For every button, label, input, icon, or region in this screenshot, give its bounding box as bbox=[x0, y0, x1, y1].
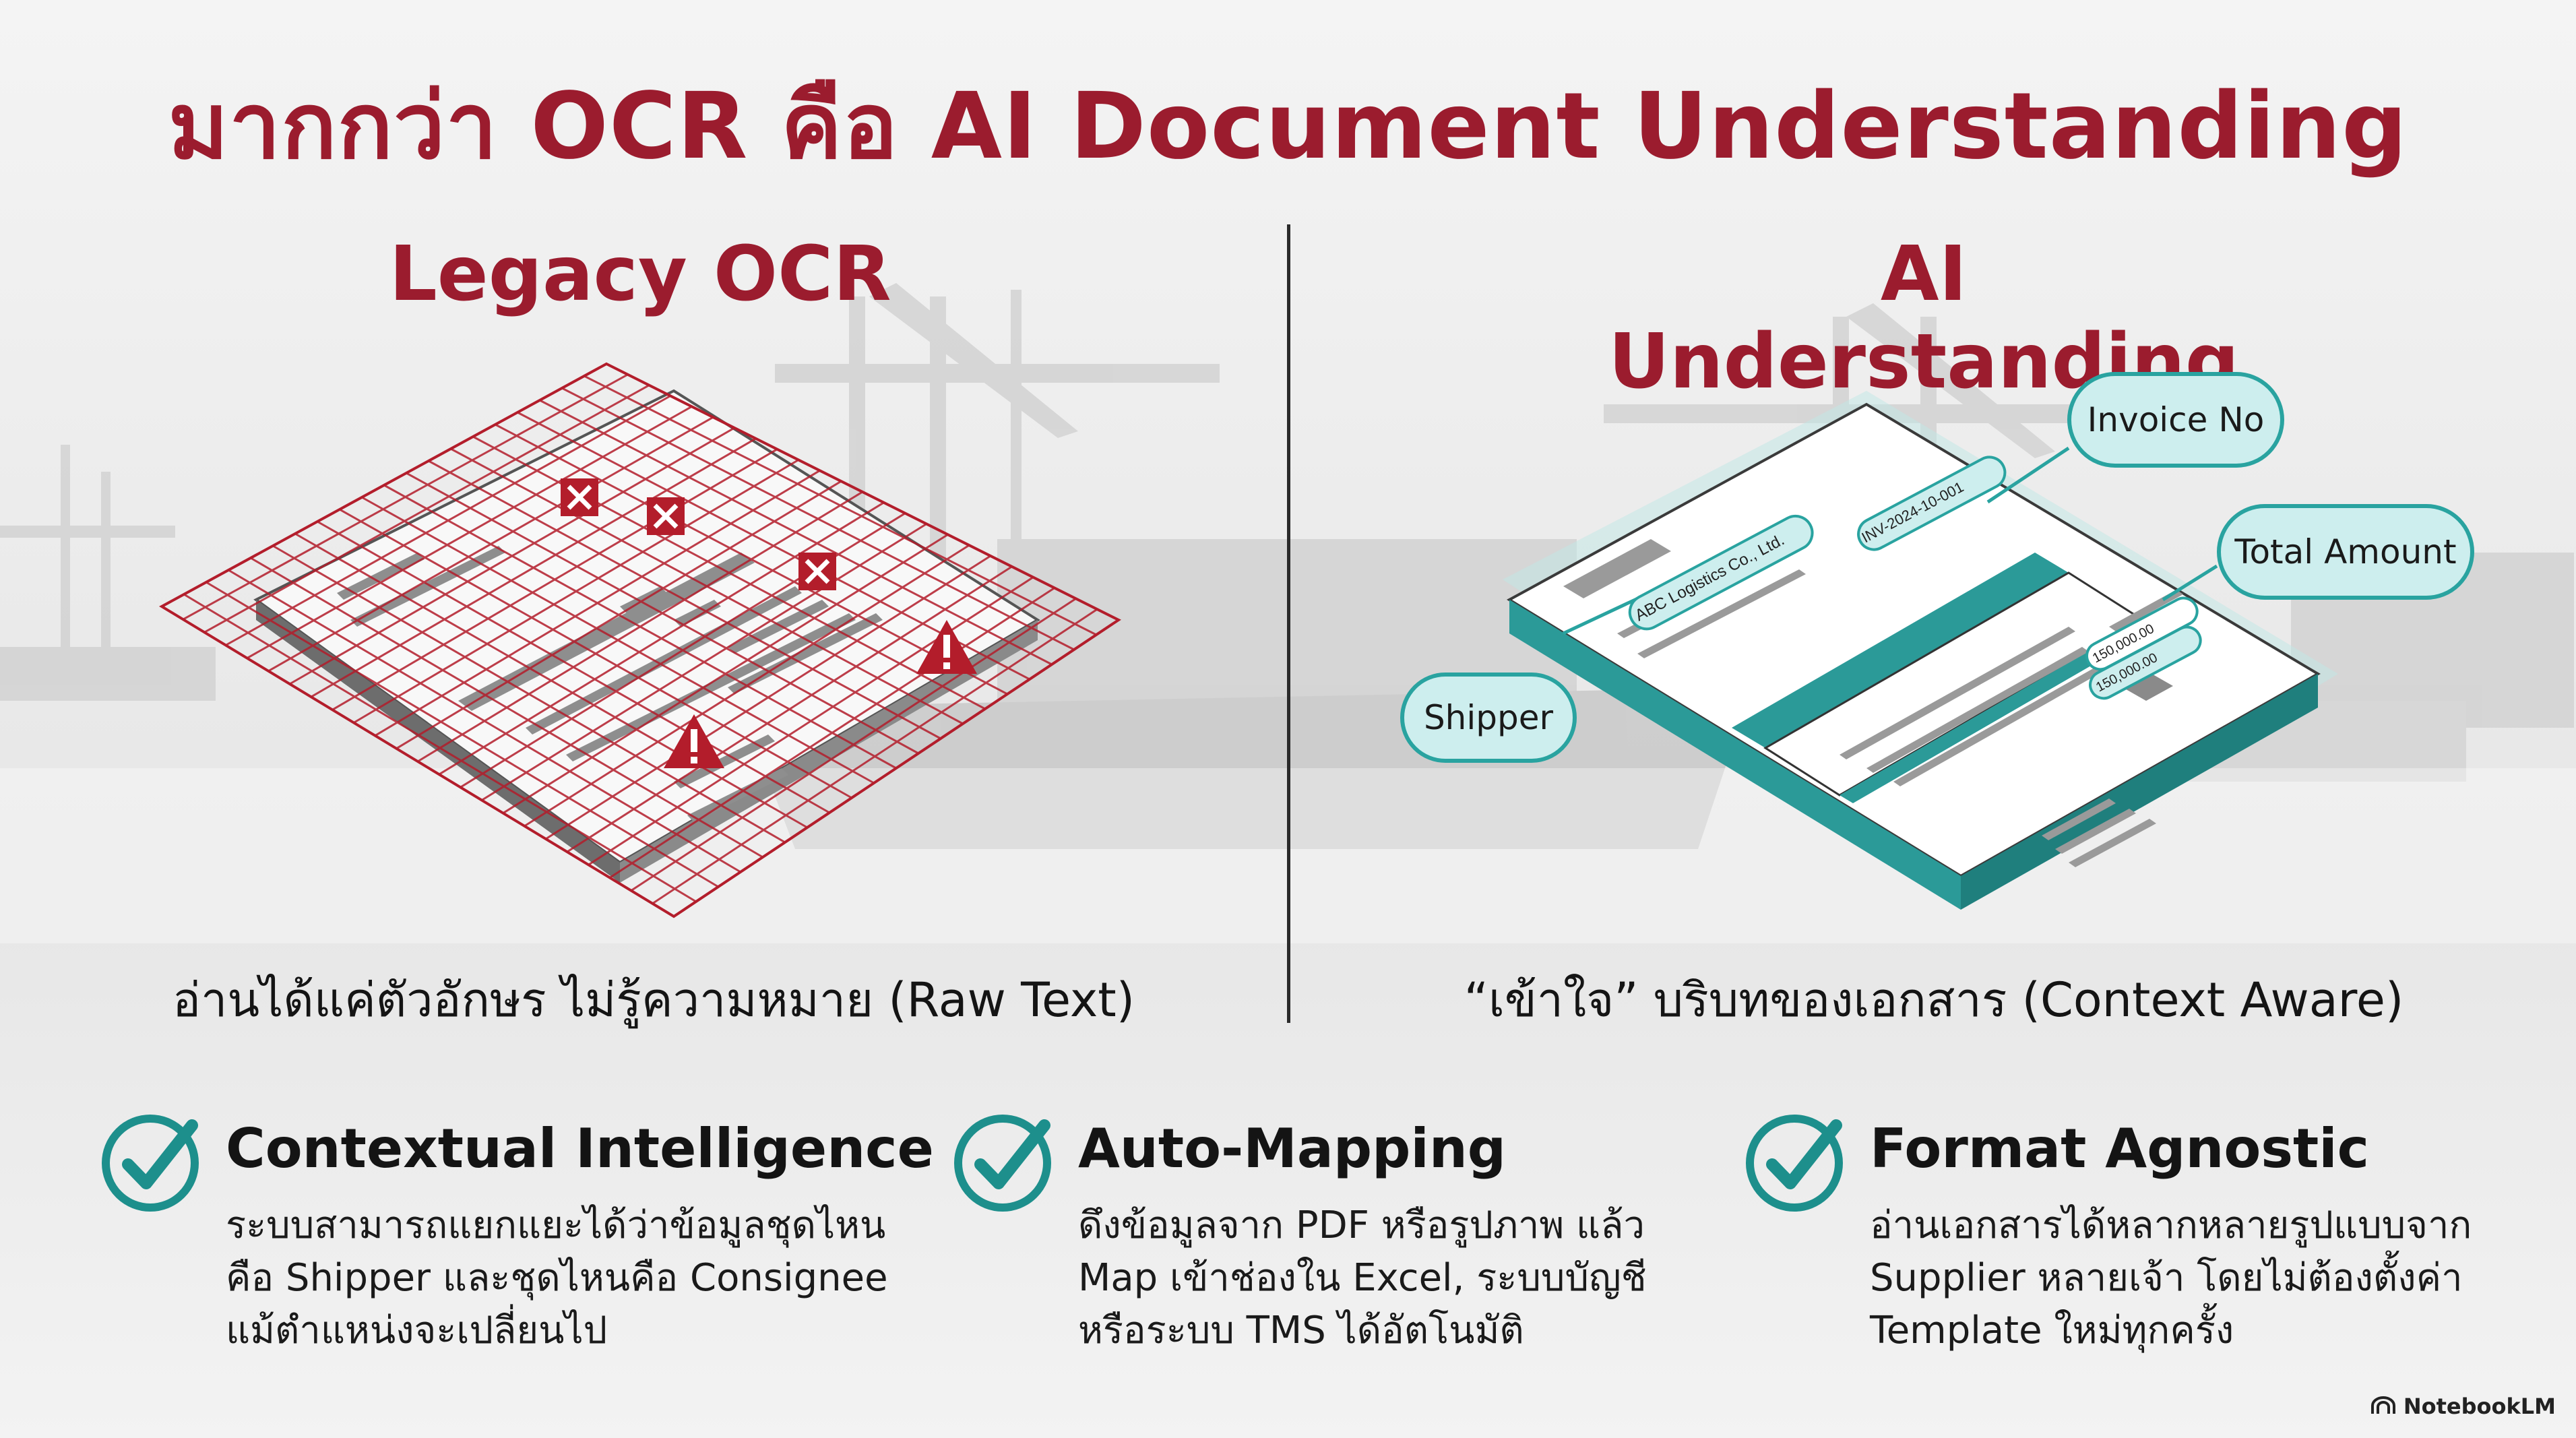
brand-name: NotebookLM bbox=[2403, 1394, 2556, 1419]
notebooklm-logo-icon bbox=[2370, 1396, 2395, 1414]
ai-document-illustration: ABC Logistics Co., Ltd. INV-2024-10-001 … bbox=[1503, 391, 2338, 910]
check-circle-icon bbox=[1746, 1115, 1843, 1212]
panel-divider bbox=[1287, 224, 1290, 1023]
company-field bbox=[1628, 514, 1814, 631]
invoice-field bbox=[1857, 456, 2007, 551]
feature-line: Template ใหม่ทุกครั้ง bbox=[1870, 1309, 2234, 1352]
error-x-icon bbox=[647, 497, 685, 535]
feature-line: ระบบสามารถแยกแยะได้ว่าข้อมูลชุดไหน bbox=[226, 1203, 886, 1247]
legacy-document bbox=[253, 389, 1040, 865]
feature-line: Supplier หลายเจ้า โดยไม่ต้องตั้งค่า bbox=[1870, 1256, 2463, 1300]
legacy-caption: อ่านได้แค่ตัวอักษร ไม่รู้ความหมาย (Raw T… bbox=[172, 972, 1135, 1028]
warning-icon bbox=[916, 620, 977, 674]
feature-title: Contextual Intelligence bbox=[226, 1117, 934, 1180]
legacy-ocr-illustration bbox=[158, 362, 1121, 918]
feature-line: แม้ตำแหน่งจะเปลี่ยนไป bbox=[226, 1309, 608, 1352]
feature-line: ดึงข้อมูลจาก PDF หรือรูปภาพ แล้ว bbox=[1078, 1203, 1645, 1247]
error-x-icon bbox=[561, 478, 598, 516]
page-title: มากกว่า OCR คือ AI Document Understandin… bbox=[168, 73, 2408, 180]
check-circle-icon bbox=[954, 1115, 1051, 1212]
feature-line: Map เข้าช่องใน Excel, ระบบบัญชี bbox=[1078, 1256, 1647, 1300]
amount-field-2 bbox=[2089, 625, 2202, 700]
feature-line: หรือระบบ TMS ได้อัตโนมัติ bbox=[1078, 1309, 1524, 1352]
feature-line: อ่านเอกสารได้หลากหลายรูปแบบจาก bbox=[1870, 1203, 2472, 1247]
invoice-no-tag: Invoice No bbox=[2067, 372, 2284, 468]
feature-title: Format Agnostic bbox=[1870, 1117, 2370, 1180]
check-circle-icon bbox=[102, 1115, 199, 1212]
error-x-icon bbox=[798, 553, 836, 590]
legacy-ocr-heading: Legacy OCR bbox=[389, 230, 891, 318]
brand-watermark: NotebookLM bbox=[2370, 1394, 2556, 1419]
feature-description: ดึงข้อมูลจาก PDF หรือรูปภาพ แล้ว Map เข้… bbox=[1078, 1199, 1647, 1357]
ai-caption: “เข้าใจ” บริบทของเอกสาร (Context Aware) bbox=[1464, 972, 2404, 1028]
feature-line: คือ Shipper และชุดไหนคือ Consignee bbox=[226, 1256, 888, 1300]
total-amount-tag: Total Amount bbox=[2217, 504, 2474, 600]
feature-description: อ่านเอกสารได้หลากหลายรูปแบบจาก Supplier … bbox=[1870, 1199, 2472, 1357]
feature-title: Auto-Mapping bbox=[1078, 1117, 1507, 1180]
shipper-tag: Shipper bbox=[1400, 673, 1577, 763]
feature-description: ระบบสามารถแยกแยะได้ว่าข้อมูลชุดไหน คือ S… bbox=[226, 1199, 888, 1357]
warning-icon bbox=[664, 714, 724, 768]
